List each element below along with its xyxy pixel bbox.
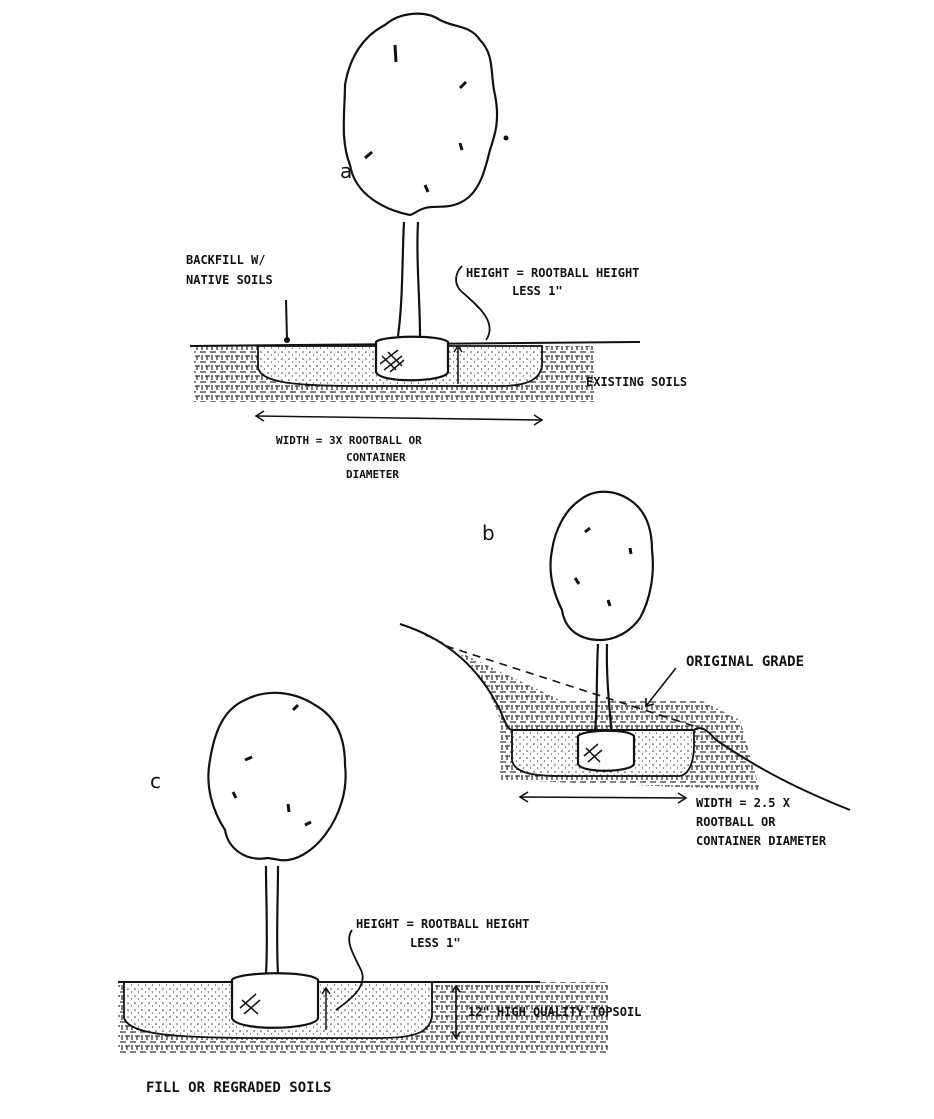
panel-a-width-label-1: WIDTH = 3X ROOTBALL OR: [276, 434, 422, 447]
panel-b-width-label-2: ROOTBALL OR: [696, 815, 776, 829]
panel-a: a BACKFILL W/ NATIVE SOILS HEIGHT = ROOT…: [186, 12, 687, 481]
panel-b: b ORIGINAL GRADE WIDTH = 2.5 X ROOTBALL …: [399, 490, 851, 848]
panel-c-letter: c: [150, 769, 161, 793]
panel-c-fill-label: FILL OR REGRADED SOILS: [146, 1080, 331, 1096]
panel-a-backfill-label-2: NATIVE SOILS: [186, 273, 273, 287]
panel-a-backfill-label-1: BACKFILL W/: [186, 253, 265, 267]
panel-c-tree-canopy: [207, 691, 347, 862]
panel-a-height-label-1: HEIGHT = ROOTBALL HEIGHT: [466, 266, 639, 280]
panel-b-width-label-3: CONTAINER DIAMETER: [696, 834, 827, 848]
panel-c-tree-trunk: [264, 865, 280, 975]
panel-c: c HEIGHT = ROOTBALL HEIGHT LESS 1" 12" H…: [118, 691, 641, 1096]
panel-b-letter: b: [482, 521, 495, 545]
panel-b-rootball: [576, 729, 636, 772]
panel-a-width-label-2: CONTAINER: [346, 451, 406, 464]
panel-c-height-label-2: LESS 1": [410, 936, 461, 950]
panel-b-tree-canopy: [549, 490, 654, 642]
panel-a-tree-canopy: [342, 12, 499, 217]
panel-a-width-label-3: DIAMETER: [346, 468, 399, 481]
panel-a-height-label-2: LESS 1": [512, 284, 563, 298]
panel-b-original-grade-line: [445, 645, 701, 729]
panel-c-topsoil-label: 12" HIGH QUALITY TOPSOIL: [468, 1005, 641, 1019]
panel-a-existing-soils-label: EXISTING SOILS: [586, 375, 687, 389]
panel-c-rootball: [230, 972, 320, 1029]
panel-b-original-grade-label: ORIGINAL GRADE: [686, 654, 804, 670]
panel-b-slope-line: [399, 623, 851, 811]
panel-c-height-label-1: HEIGHT = ROOTBALL HEIGHT: [356, 917, 529, 931]
panel-b-width-arrow: [519, 796, 687, 799]
panel-a-tree-trunk: [396, 221, 422, 337]
panel-a-width-arrow: [255, 415, 543, 421]
panel-b-width-label-1: WIDTH = 2.5 X: [696, 796, 791, 810]
